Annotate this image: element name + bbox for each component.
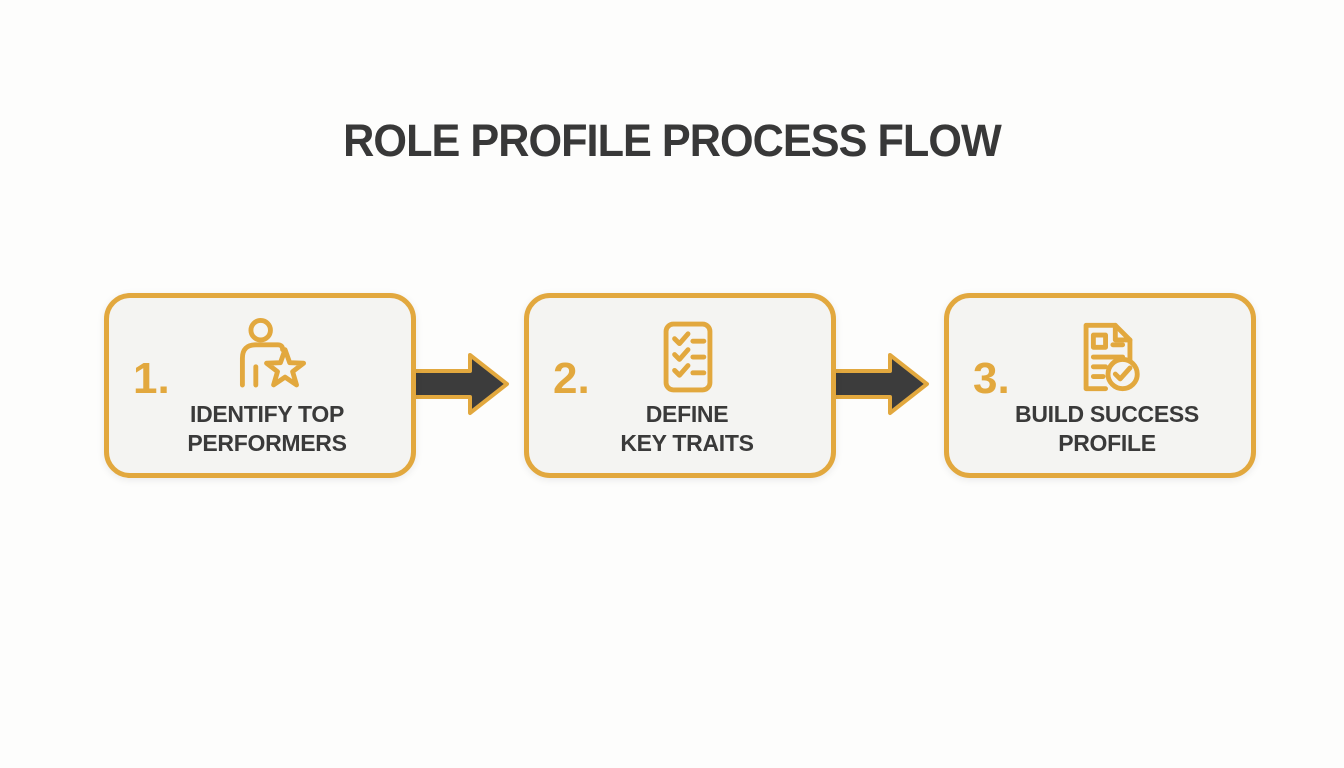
step-label-line1: BUILD SUCCESS [1015, 401, 1199, 427]
flow-arrow [411, 353, 509, 415]
person-star-icon [239, 318, 307, 388]
step-label-line2: PROFILE [1058, 430, 1156, 456]
step-label-line1: DEFINE [645, 401, 729, 427]
step-label-line2: KEY TRAITS [620, 430, 754, 456]
document-check-icon [1083, 322, 1140, 392]
step-box-define-key-traits: 2. DEFINE KEY TRAITS [524, 293, 836, 478]
step-box-build-success-profile: 3. BUILD SUCCESS PROFILE [944, 293, 1256, 478]
step-box-identify-top-performers: 1. IDENTIFY TOP PERFORMERS [104, 293, 416, 478]
step-label: DEFINE KEY TRAITS [547, 400, 827, 458]
step-label-line2: PERFORMERS [187, 430, 347, 456]
step-label: IDENTIFY TOP PERFORMERS [127, 400, 407, 458]
step-label-line1: IDENTIFY TOP [189, 401, 345, 427]
checklist-icon [663, 321, 713, 393]
step-label: BUILD SUCCESS PROFILE [967, 400, 1247, 458]
step-number: 1. [133, 354, 170, 403]
flow-arrow [831, 353, 929, 415]
step-number: 3. [973, 354, 1010, 403]
diagram-title: ROLE PROFILE PROCESS FLOW [343, 115, 1002, 166]
step-number: 2. [553, 354, 590, 403]
